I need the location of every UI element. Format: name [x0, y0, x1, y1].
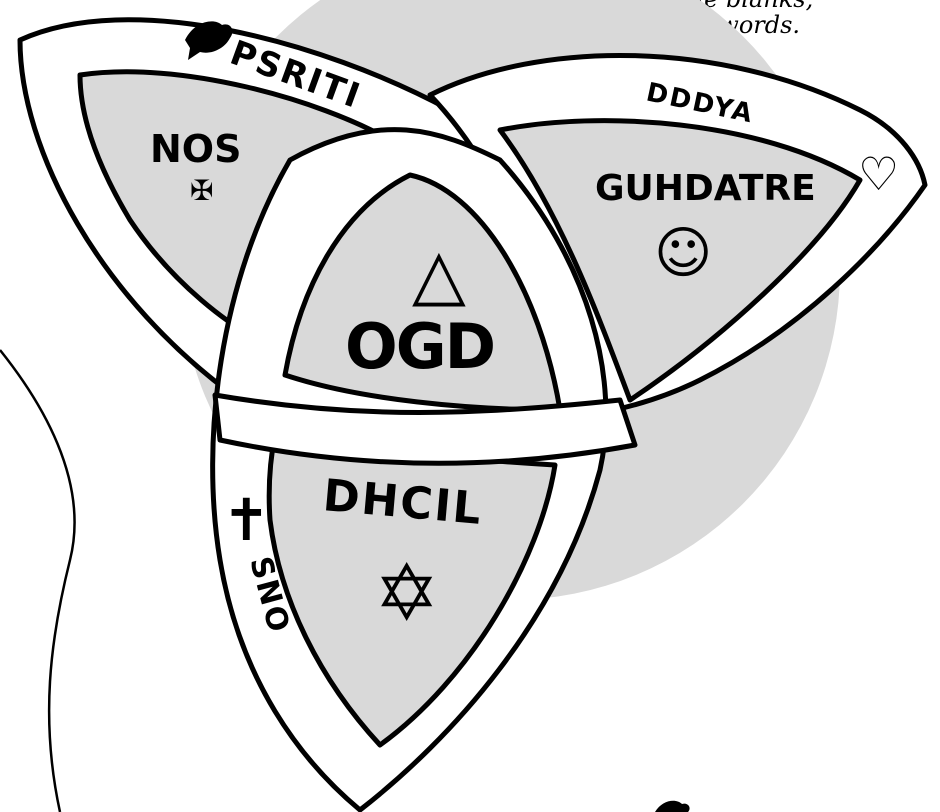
small-dove-icon [655, 801, 690, 812]
latin-cross-icon: ✝ [222, 486, 271, 554]
god-center-word: OGD [345, 310, 494, 383]
page-border-line [0, 350, 75, 812]
son-region-word: NOS [150, 127, 241, 171]
smiley-icon: ☺ [654, 221, 712, 286]
heart-icon: ♡ [858, 147, 899, 201]
triangle-icon: △ [412, 233, 466, 315]
guardian-region-word: GUHDATRE [595, 168, 816, 209]
maltese-cross-icon: ✠ [190, 174, 213, 207]
star-of-david-icon: ✡ [374, 549, 439, 639]
